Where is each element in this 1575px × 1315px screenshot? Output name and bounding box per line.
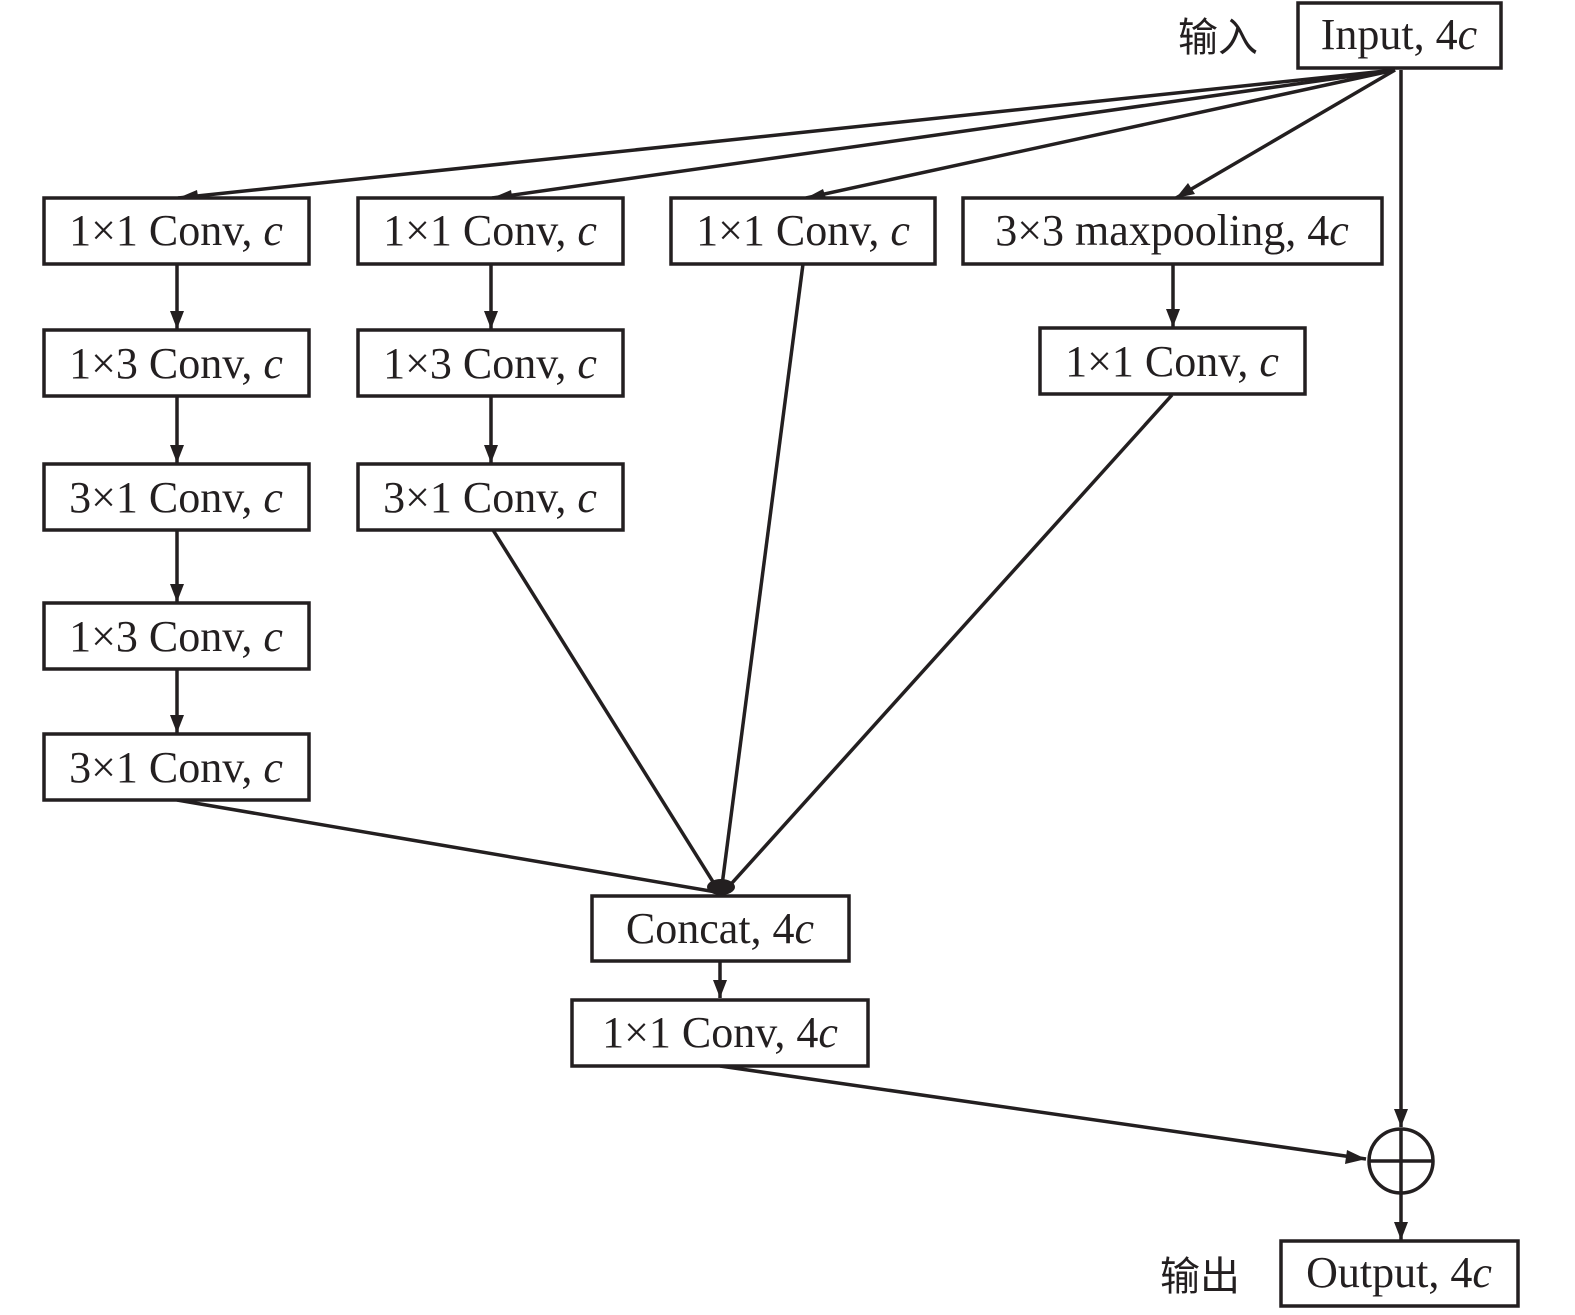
svg-text:1×3 Conv, c: 1×3 Conv, c (383, 339, 597, 388)
edge-conv-to-sum (719, 1064, 1367, 1161)
arrowhead (170, 715, 184, 733)
output-cn-label: 输出 (1160, 1254, 1240, 1300)
node-b1-conv1x3a: 1×3 Conv, c (42, 328, 311, 398)
node-b1-conv1x3b: 1×3 Conv, c (42, 601, 311, 671)
node-b2-conv1x1: 1×1 Conv, c (356, 196, 625, 266)
arrowhead (484, 445, 498, 463)
svg-text:3×3 maxpooling, 4c: 3×3 maxpooling, 4c (995, 206, 1349, 255)
svg-text:3×1 Conv, c: 3×1 Conv, c (69, 473, 283, 522)
edge-b2-to-concat (491, 529, 722, 894)
arrowhead (1394, 1222, 1408, 1240)
edges (175, 68, 1403, 1240)
node-b1-conv3x1b: 3×1 Conv, c (42, 732, 311, 802)
svg-text:1×1 Conv, c: 1×1 Conv, c (1065, 337, 1279, 386)
svg-text:1×1 Conv, c: 1×1 Conv, c (696, 206, 910, 255)
arrowhead (1345, 1150, 1366, 1164)
node-b2-conv1x3: 1×3 Conv, c (356, 328, 625, 398)
arrowhead (713, 980, 727, 998)
svg-text:1×1 Conv, c: 1×1 Conv, c (383, 206, 597, 255)
svg-text:3×1 Conv, c: 3×1 Conv, c (383, 473, 597, 522)
arrowhead (1166, 309, 1180, 327)
node-concat: Concat, 4c (590, 894, 851, 963)
arrowhead (170, 584, 184, 602)
node-b1-conv1x1: 1×1 Conv, c (42, 196, 311, 266)
svg-text:3×1 Conv, c: 3×1 Conv, c (69, 743, 283, 792)
node-b1-conv3x1a: 3×1 Conv, c (42, 462, 311, 532)
input-cn-label: 输入 (1178, 15, 1258, 61)
edge-input-to-b4 (1175, 68, 1396, 200)
svg-text:1×3 Conv, c: 1×3 Conv, c (69, 339, 283, 388)
arrowhead (1176, 183, 1195, 198)
arrowhead (1394, 1109, 1408, 1127)
edge-input-to-b2 (491, 68, 1396, 200)
node-sum (1367, 1127, 1435, 1195)
svg-text:Concat, 4c: Concat, 4c (626, 904, 815, 953)
node-b4-maxpool: 3×3 maxpooling, 4c (961, 196, 1384, 266)
edge-b4-to-concat (721, 393, 1174, 895)
svg-text:1×1 Conv, 4c: 1×1 Conv, 4c (602, 1008, 838, 1057)
node-b3-conv1x1: 1×1 Conv, c (669, 196, 937, 266)
svg-text:Input, 4c: Input, 4c (1321, 10, 1478, 59)
node-output: Output, 4c (1279, 1239, 1520, 1308)
nodes: Input, 4c 输入 1×1 Conv, c 1×3 Conv, c 3×1… (42, 1, 1520, 1308)
node-output-label: Output, 4 (1306, 1248, 1472, 1297)
arrowhead (170, 311, 184, 329)
node-input-label: Input, 4 (1321, 10, 1458, 59)
concat-merge-arrowhead (707, 879, 735, 895)
node-b4-conv1x1: 1×1 Conv, c (1038, 326, 1307, 396)
node-post-conv: 1×1 Conv, 4c (570, 998, 870, 1068)
edge-input-to-b3 (805, 68, 1396, 200)
svg-text:1×1 Conv, c: 1×1 Conv, c (69, 206, 283, 255)
svg-text:1×3 Conv, c: 1×3 Conv, c (69, 612, 283, 661)
edge-b1-to-concat (176, 798, 723, 895)
edge-input-to-b1 (177, 68, 1396, 200)
arrowhead (484, 311, 498, 329)
edge-b3-to-concat (719, 263, 805, 894)
svg-text:Output, 4c: Output, 4c (1306, 1248, 1492, 1297)
node-input: Input, 4c (1296, 1, 1503, 70)
arrowhead (170, 445, 184, 463)
node-b2-conv3x1: 3×1 Conv, c (356, 462, 625, 532)
